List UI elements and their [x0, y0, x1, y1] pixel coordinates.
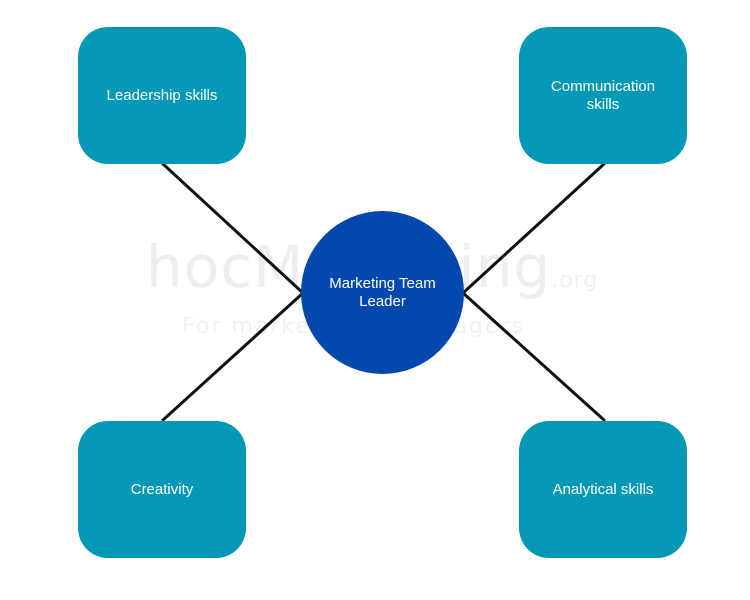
center-node-marketing-team-leader: Marketing Team Leader — [301, 211, 464, 374]
connector-analytical — [461, 291, 606, 422]
node-label: Leadership skills — [106, 86, 218, 104]
node-communication-skills: Communication skills — [519, 27, 687, 164]
connector-communication — [461, 162, 606, 295]
watermark-domain: .org — [551, 268, 599, 293]
node-label: Communication skills — [550, 77, 656, 113]
node-analytical-skills: Analytical skills — [519, 421, 687, 558]
connector-leadership — [161, 162, 305, 295]
node-leadership-skills: Leadership skills — [78, 27, 246, 164]
center-node-label: Marketing Team Leader — [329, 274, 436, 310]
node-label: Analytical skills — [552, 480, 654, 498]
connector-creativity — [161, 291, 305, 422]
node-label: Creativity — [130, 480, 194, 498]
node-creativity: Creativity — [78, 421, 246, 558]
